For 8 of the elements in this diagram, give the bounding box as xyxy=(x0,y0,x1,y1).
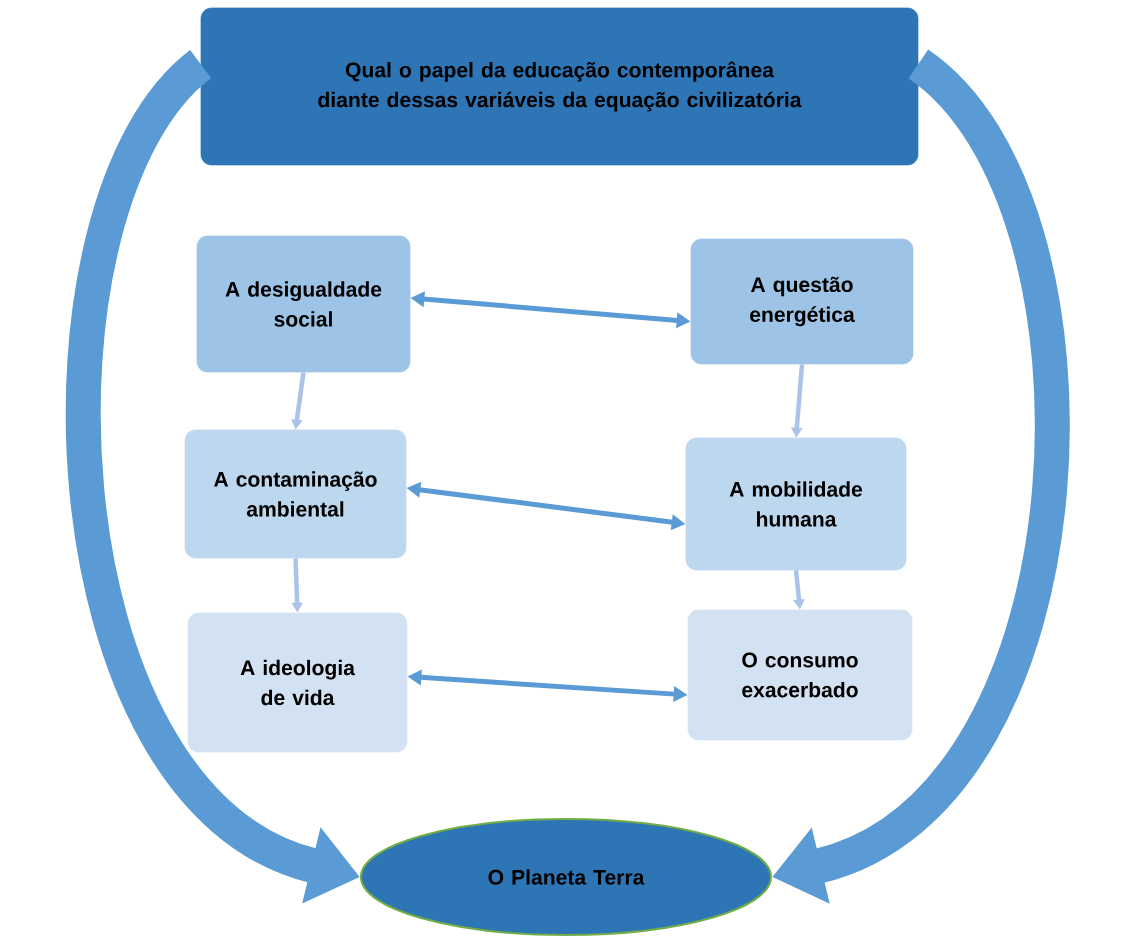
topic-box: A ideologia de vida xyxy=(187,612,408,753)
topic-box: O consumo exacerbado xyxy=(687,609,913,741)
topic-box: A mobilidade humana xyxy=(685,437,907,571)
question-box: Qual o papel da educação contemporânea diante dessas variáveis da equação civilizatória xyxy=(200,7,919,166)
ellipse-node: O Planeta Terra xyxy=(359,817,773,937)
topic-box: A contaminação ambiental xyxy=(184,429,407,559)
topic-box: A desigualdade social xyxy=(196,235,411,373)
topic-box: A questão energética xyxy=(690,238,914,365)
